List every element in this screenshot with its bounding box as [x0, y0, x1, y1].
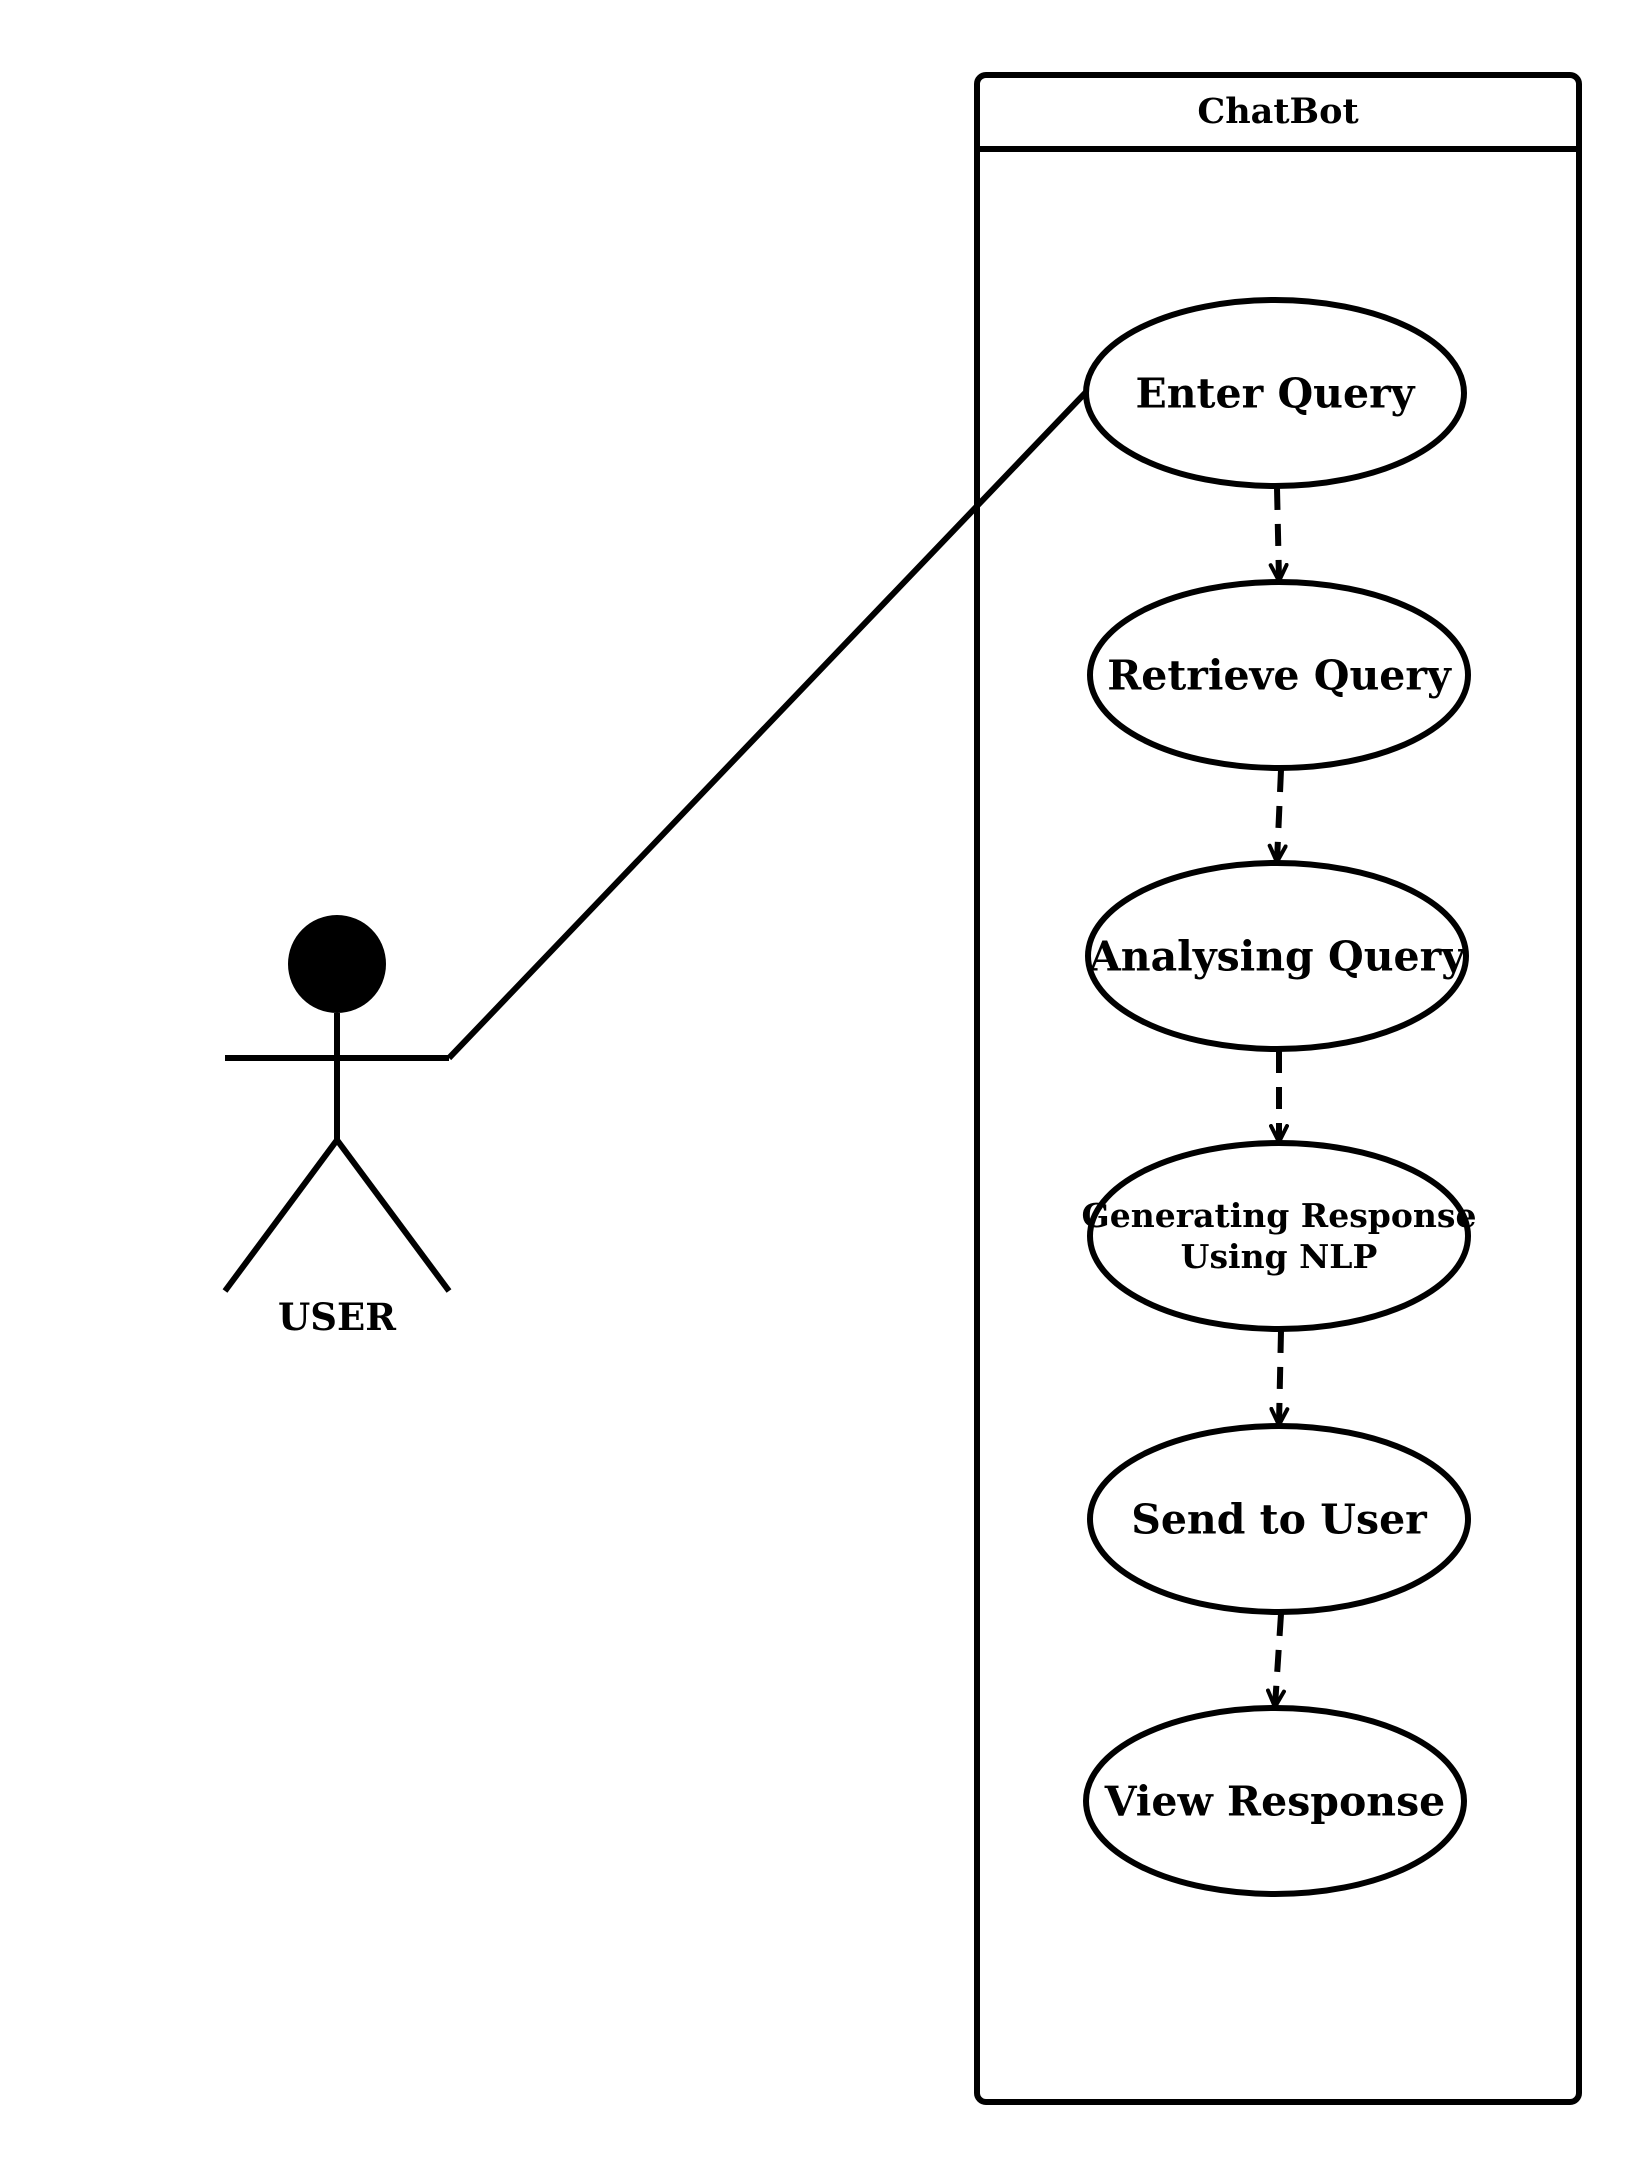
use-case-label: Retrieve Query: [1107, 651, 1452, 699]
use-case-label: View Response: [1104, 1777, 1446, 1825]
actor-head: [288, 915, 386, 1013]
flow-arrows: [1265, 487, 1290, 1709]
use-case-label: Using NLP: [1181, 1237, 1378, 1276]
use-case-view-response: View Response: [1083, 1705, 1467, 1897]
use-case-enter-query: Enter Query: [1083, 297, 1467, 489]
system-title: ChatBot: [1197, 91, 1358, 132]
actor-label: USER: [278, 1295, 396, 1339]
use-case-send-to-user: Send to User: [1087, 1423, 1471, 1615]
actor-right-leg: [334, 1138, 452, 1293]
system-boundary-box: [974, 72, 1582, 2105]
include-arrow: [1265, 1613, 1286, 1709]
actor-left-leg: [222, 1138, 340, 1293]
actor-user: USER: [222, 915, 452, 1339]
use-case-analysing-query: Analysing Query: [1085, 860, 1469, 1052]
use-case-retrieve-query: Retrieve Query: [1087, 579, 1471, 771]
use-case-ellipse: [1083, 297, 1467, 489]
include-arrow: [1267, 769, 1288, 864]
include-arrow: [1269, 1330, 1290, 1427]
use-case-ellipse: [1087, 1140, 1471, 1332]
association-line: [446, 387, 1091, 1061]
use-case-label: Analysing Query: [1088, 932, 1466, 980]
system-boundary: ChatBot: [974, 72, 1582, 2105]
use-case-label: Send to User: [1131, 1495, 1428, 1543]
include-arrow: [1268, 487, 1289, 583]
use-case-label: Generating Response: [1082, 1196, 1477, 1235]
use-case-label: Enter Query: [1136, 369, 1416, 417]
